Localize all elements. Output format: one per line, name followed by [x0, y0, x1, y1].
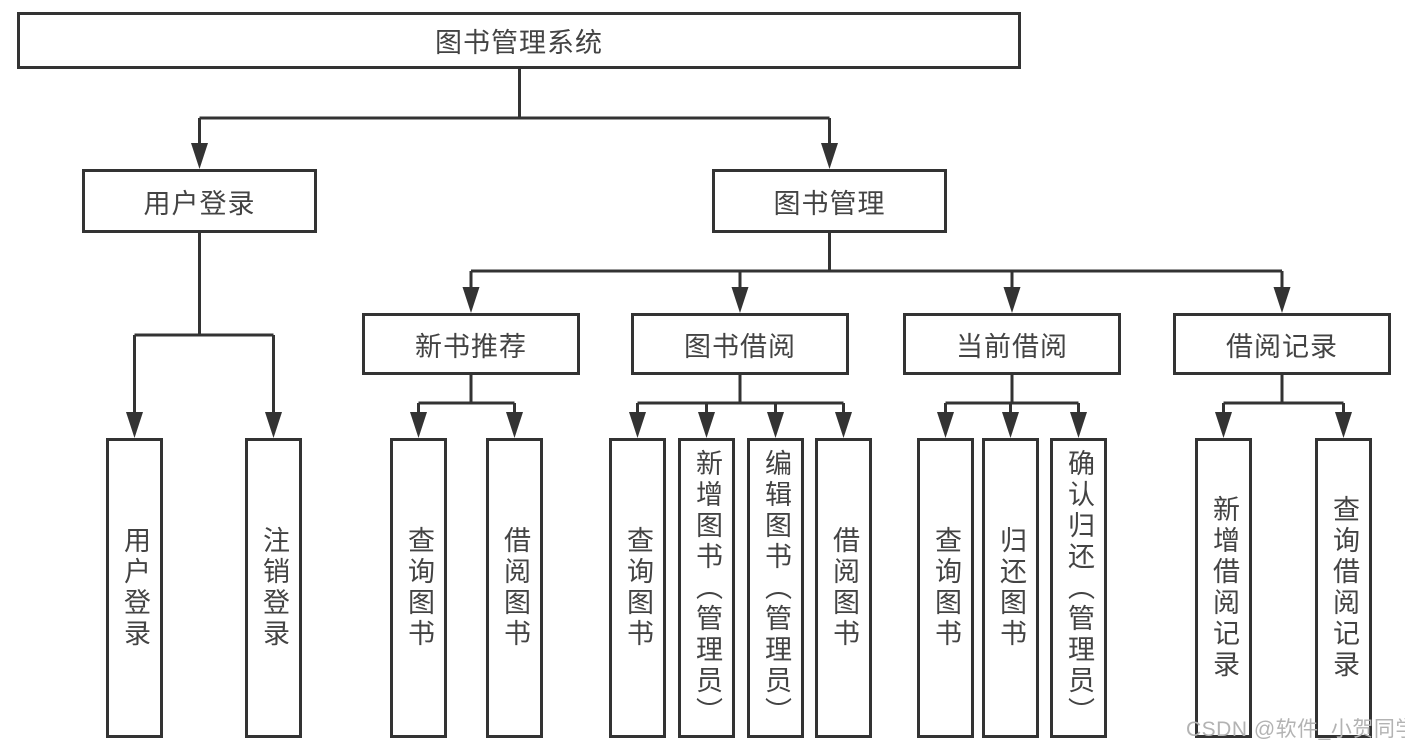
- leaf-query-borrow-record: 查询借阅记录: [1315, 438, 1372, 738]
- leaf-edit-books-admin: 编辑图书（管理员）: [747, 438, 804, 738]
- arrowheads: [126, 143, 1352, 438]
- node-library-management-system: 图书管理系统: [17, 12, 1021, 69]
- leaf-borrow-books: 借阅图书: [486, 438, 543, 738]
- leaf-add-books-admin: 新增图书（管理员）: [678, 438, 735, 738]
- leaf-add-borrow-record: 新增借阅记录: [1195, 438, 1252, 738]
- arrow-down-icon: [506, 412, 523, 438]
- arrow-down-icon: [1273, 287, 1291, 313]
- arrow-down-icon: [698, 412, 715, 438]
- leaf-user-login: 用户登录: [106, 438, 163, 738]
- arrow-down-icon: [767, 412, 784, 438]
- connector-currentborrow-to-leaves: [944, 375, 1080, 414]
- connector-borrowrecord-to-leaves: [1222, 375, 1345, 414]
- leaf-return-books: 归还图书: [982, 438, 1039, 738]
- node-current-borrowing: 当前借阅: [903, 313, 1121, 375]
- arrow-down-icon: [835, 412, 852, 438]
- connector-userlogin-to-leaves: [133, 233, 275, 414]
- connector-newbookrec-to-leaves: [417, 375, 516, 414]
- arrow-down-icon: [1070, 412, 1087, 438]
- arrow-down-icon: [410, 412, 427, 438]
- arrow-down-icon: [821, 143, 838, 169]
- node-new-book-recommendation: 新书推荐: [362, 313, 580, 375]
- arrow-down-icon: [126, 412, 143, 438]
- arrow-down-icon: [462, 287, 480, 313]
- watermark: CSDN @软件_小贺同学: [1186, 718, 1405, 741]
- connector-root-to-level2: [198, 69, 831, 145]
- node-book-management: 图书管理: [712, 169, 947, 233]
- arrow-down-icon: [731, 287, 749, 313]
- node-borrowing-records: 借阅记录: [1173, 313, 1391, 375]
- connector-bookborrow-to-leaves: [636, 375, 845, 414]
- arrow-down-icon: [629, 412, 646, 438]
- leaf-logout: 注销登录: [245, 438, 302, 738]
- arrow-down-icon: [1003, 287, 1021, 313]
- leaf-query-books: 查询图书: [609, 438, 666, 738]
- connector-bookmgmt-to-level3: [469, 233, 1284, 289]
- node-user-login: 用户登录: [82, 169, 317, 233]
- leaf-query-books: 查询图书: [390, 438, 447, 738]
- leaf-confirm-return-admin: 确认归还（管理员）: [1050, 438, 1107, 738]
- arrow-down-icon: [1002, 412, 1019, 438]
- leaf-borrow-books: 借阅图书: [815, 438, 872, 738]
- arrow-down-icon: [1215, 412, 1232, 438]
- arrow-down-icon: [265, 412, 282, 438]
- leaf-query-books: 查询图书: [917, 438, 974, 738]
- arrow-down-icon: [1335, 412, 1352, 438]
- node-book-borrowing: 图书借阅: [631, 313, 849, 375]
- arrow-down-icon: [191, 143, 208, 169]
- arrow-down-icon: [937, 412, 954, 438]
